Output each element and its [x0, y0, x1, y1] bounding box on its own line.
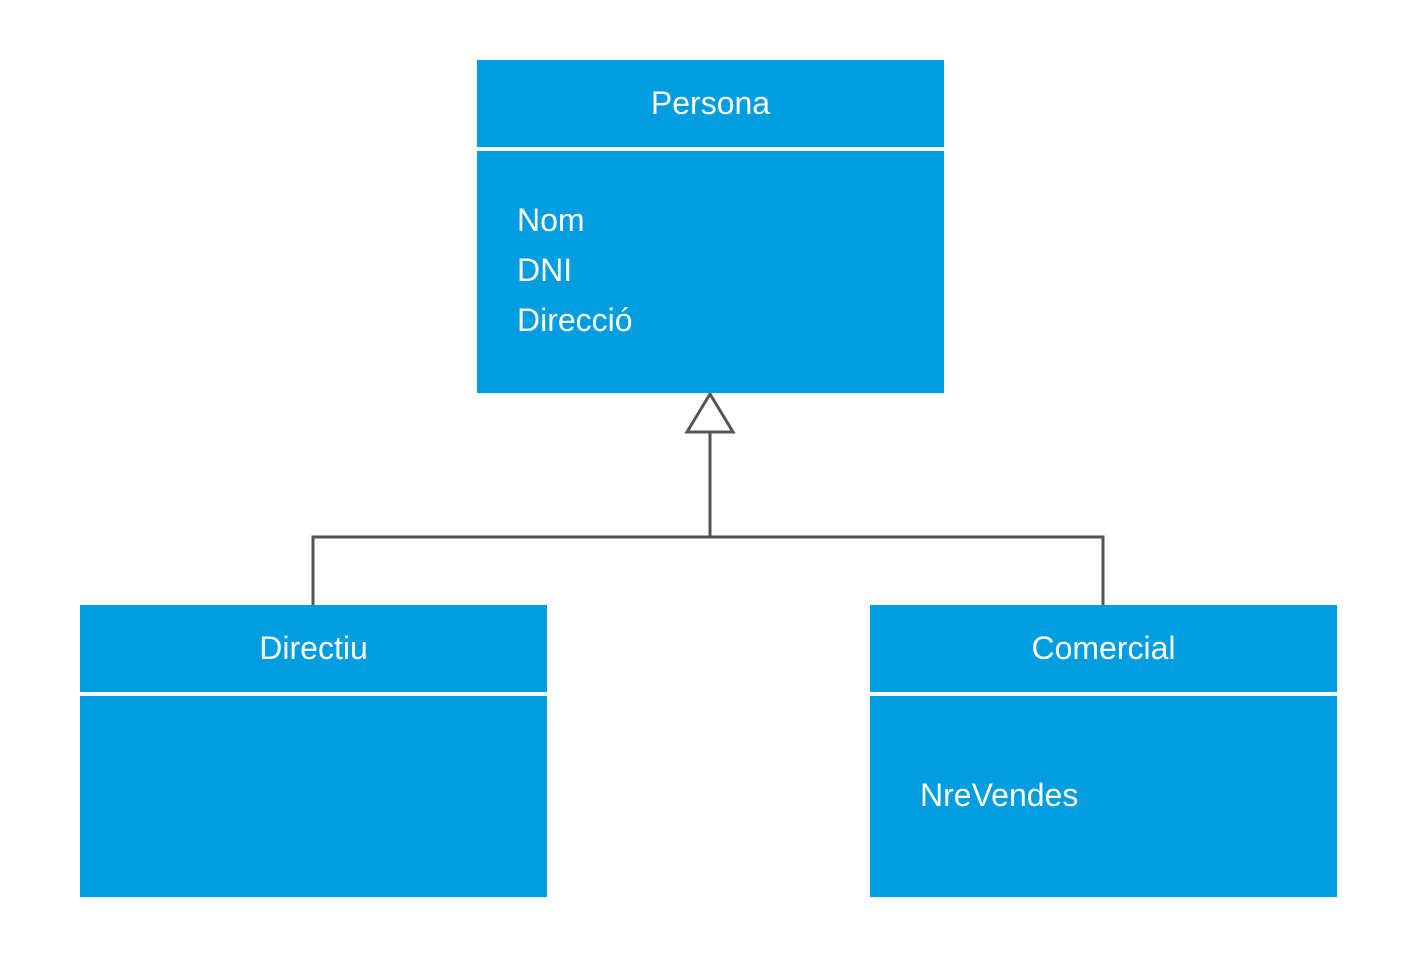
class-directiu-divider [80, 692, 547, 696]
class-persona-attribute: Direcció [517, 302, 633, 338]
generalization-line-directiu [311, 432, 712, 605]
generalization-line-comercial [710, 535, 1105, 605]
class-directiu-name: Directiu [259, 630, 368, 666]
class-persona-attribute: DNI [517, 252, 573, 288]
class-comercial-divider [870, 692, 1337, 696]
class-comercial-name: Comercial [1031, 630, 1176, 666]
class-persona-attribute: Nom [517, 202, 585, 238]
generalization-arrowhead [684, 391, 736, 434]
class-persona-name: Persona [650, 85, 771, 121]
class-comercial[interactable]: Comercial NreVendes [870, 605, 1337, 897]
class-comercial-attribute: NreVendes [920, 777, 1079, 813]
class-directiu[interactable]: Directiu [80, 605, 547, 897]
class-persona[interactable]: Persona Nom DNI Direcció [477, 60, 944, 393]
class-persona-divider [477, 147, 944, 151]
